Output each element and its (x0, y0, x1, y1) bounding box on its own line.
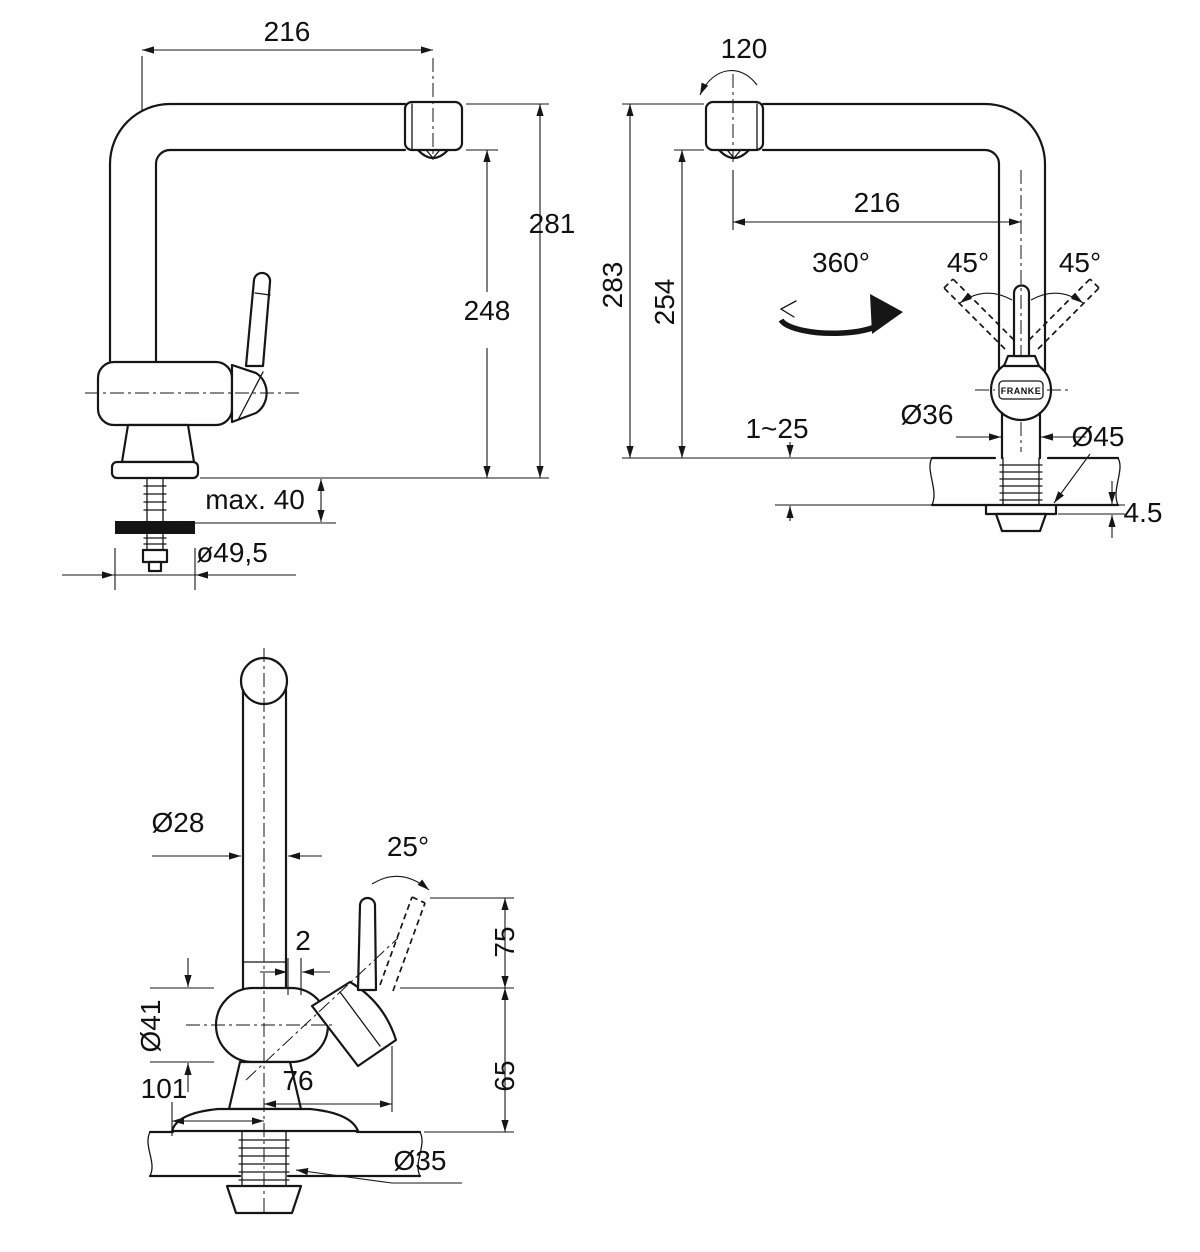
lever-boss-front (310, 980, 398, 1068)
dim-reach-216-rear: 216 (732, 170, 1021, 230)
dim-dia-36: Ø36 (901, 399, 1086, 441)
base-plate (110, 460, 200, 480)
flange-plate (984, 503, 1058, 516)
escutcheon-dome (170, 1107, 360, 1133)
dim-76-label: 76 (282, 1065, 313, 1096)
dim-height-254: 254 (622, 149, 932, 459)
dim-75-label: 75 (489, 926, 520, 957)
body-skirt (120, 423, 196, 464)
dim-28-label: Ø28 (152, 807, 205, 838)
dim-216-label: 216 (264, 16, 311, 47)
dim-4-5-label: 4.5 (1124, 497, 1163, 528)
dim-45-right-label: 45° (1059, 247, 1101, 278)
dim-216-rear-label: 216 (854, 187, 901, 218)
dim-dia-28: Ø28 (152, 807, 322, 860)
brand-plate (998, 380, 1044, 400)
dim-25-label: 25° (387, 831, 429, 862)
dim-281-label: 281 (529, 208, 576, 239)
dim-65-label: 65 (489, 1060, 520, 1091)
dim-rotation-360: 360° (778, 247, 903, 337)
dim-height-281: 281 (200, 103, 576, 479)
dim-101: 101 (141, 1073, 264, 1136)
view-side: 216 281 248 max. 40 (62, 16, 575, 590)
dim-max-40: max. 40 (178, 479, 336, 524)
dim-dia-45: Ø45 (1053, 421, 1125, 504)
dim-height-248: 248 (464, 149, 511, 478)
view-rear: FRANKE 120 (597, 33, 1162, 538)
brand-logo: FRANKE (1001, 386, 1042, 396)
dim-reach-216: 216 (141, 16, 433, 112)
faucet-rear-outline: FRANKE (704, 74, 1121, 533)
spout-head-rear (704, 100, 765, 152)
countertop-rear (930, 456, 1120, 507)
lever-45-right (1028, 278, 1100, 350)
lever-boss (230, 363, 268, 424)
dim-283-label: 283 (597, 262, 628, 309)
clamp-nut (994, 512, 1048, 533)
countertop-front (148, 1130, 422, 1178)
dim-1-25-label: 1~25 (745, 413, 808, 444)
faucet-front-outline (147, 648, 426, 1215)
lever-tilted-25 (379, 896, 426, 992)
dim-65: 65 (424, 988, 520, 1133)
dim-height-283: 283 (597, 103, 704, 458)
dim-max40-label: max. 40 (205, 484, 305, 515)
dim-120-label: 120 (721, 33, 768, 64)
dim-clamp-1-25: 1~25 (745, 413, 932, 521)
dim-swivel-120: 120 (699, 33, 768, 96)
dim-248-label: 248 (464, 295, 511, 326)
seal-band (115, 521, 195, 534)
dim-thickness-4-5: 4.5 (1058, 481, 1162, 538)
dim-49-5-label: ø49,5 (196, 537, 268, 568)
dim-254-label: 254 (649, 279, 680, 326)
dim-41-label: Ø41 (135, 1000, 166, 1053)
dim-75: 75 (400, 897, 520, 989)
lever-cone-rear (1002, 354, 1041, 368)
dim-2-label: 2 (295, 925, 311, 956)
dim-76: 76 (264, 1046, 393, 1112)
dim-360-label: 360° (812, 247, 870, 278)
dim-dia-35: Ø35 (295, 1145, 462, 1184)
dim-36-label: Ø36 (901, 399, 954, 430)
dim-35-label: Ø35 (394, 1145, 447, 1176)
faucet-side-outline (85, 58, 464, 573)
lever-front (356, 896, 378, 992)
dim-angle-25: 25° (371, 831, 430, 891)
dim-angle-45-left: 45° (947, 247, 1013, 304)
lever-handle (244, 271, 272, 368)
aerator-rear (717, 148, 751, 160)
dim-45-left-label: 45° (947, 247, 989, 278)
dim-angle-45-right: 45° (1030, 247, 1101, 304)
dim-45-dia-label: Ø45 (1072, 421, 1125, 452)
dim-dia-41: Ø41 (135, 958, 214, 1092)
dim-gap-2: 2 (260, 925, 330, 995)
dim-dia-49-5: ø49,5 (62, 537, 296, 590)
dim-101-label: 101 (141, 1073, 188, 1104)
mounting-nut (141, 548, 169, 564)
view-front: Ø28 25° 2 75 65 (135, 648, 520, 1215)
lever-45-left (943, 278, 1015, 350)
